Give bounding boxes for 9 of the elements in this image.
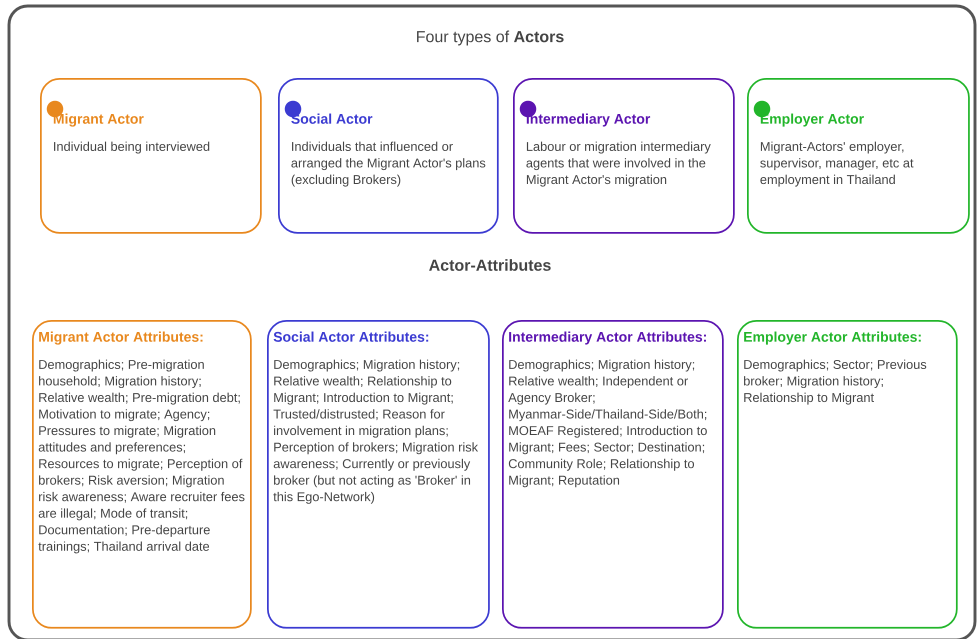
attribute-card: Intermediary Actor Attributes: Demographics; Migration history; Relative wealth; Independent or Agency Broker; Myanmar-Side/Thailand-Side/Both; MOEAF Registered; Introduction to Migrant; Fees; Sector; Destination; Community Role; Relationship to Migrant; Reputation [502, 320, 724, 629]
attribute-card: Employer Actor Attributes: Demographics; Sector; Previous broker; Migration history; Relationship to Migrant [737, 320, 958, 629]
attribute-card: Social Actor Attributes: Demographics; Migration history; Relative wealth; Relationship to Migrant; Introduction to Migrant; Trusted/distrusted; Reason for involvement in migration plans; Perception of brokers; Migration risk awareness; Currently or previously broker (but not acting as 'Broker' in this Ego-Network) [267, 320, 490, 629]
attribute-card: Migrant Actor Attributes: Demographics; Pre-migration household; Migration history; Relative wealth; Pre-migration debt; Motivation to migrate; Agency; Pressures to migrate; Migration attitudes and preferences; Resources to migrate; Perception of brokers; Risk aversion; Migration risk awareness; Aware recruiter fees are illegal; Mode of transit; Documentation; Pre-departure trainings; Thailand arrival date [32, 320, 252, 629]
actor-card: Intermediary Actor Labour or migration intermediary agents that were involved in the Migrant Actor's migration [513, 78, 735, 234]
actor-card: Migrant Actor Individual being interviewed [40, 78, 262, 234]
section-heading: Actor-Attributes [429, 259, 551, 271]
title: Four types of Actors [417, 30, 564, 46]
actor-card: Employer Actor Migrant-Actors' employer, supervisor, manager, etc at employment in Thailand [747, 78, 970, 234]
